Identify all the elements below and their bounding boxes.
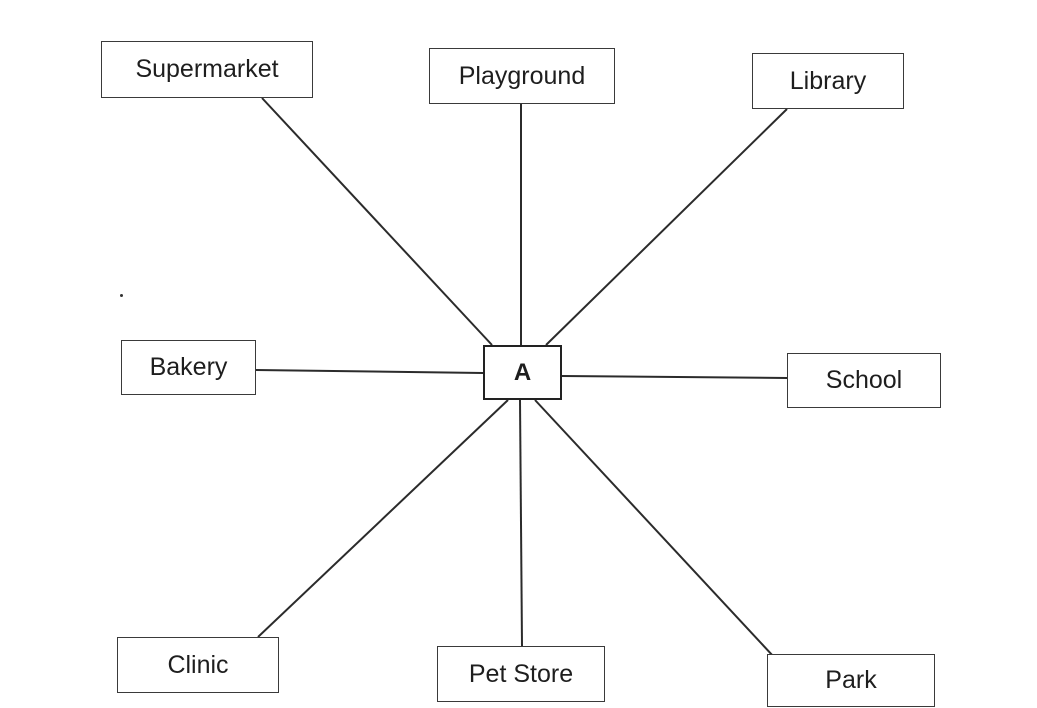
park-box: Park (767, 654, 935, 707)
stray-mark-dot (120, 294, 123, 297)
edge-a-pet-store (519, 399, 523, 647)
supermarket-box: Supermarket (101, 41, 313, 98)
edge-a-school (561, 375, 788, 379)
edge-a-park (534, 399, 788, 672)
playground-box: Playground (429, 48, 615, 104)
edge-a-bakery (255, 369, 484, 374)
edge-a-supermarket (261, 97, 493, 346)
school-box: School (787, 353, 941, 408)
edge-a-library (545, 108, 788, 346)
bakery-box: Bakery (121, 340, 256, 395)
clinic-box: Clinic (117, 637, 279, 693)
center-node-a: A (483, 345, 562, 400)
library-box: Library (752, 53, 904, 109)
edge-a-clinic (257, 399, 509, 638)
pet-store-box: Pet Store (437, 646, 605, 702)
